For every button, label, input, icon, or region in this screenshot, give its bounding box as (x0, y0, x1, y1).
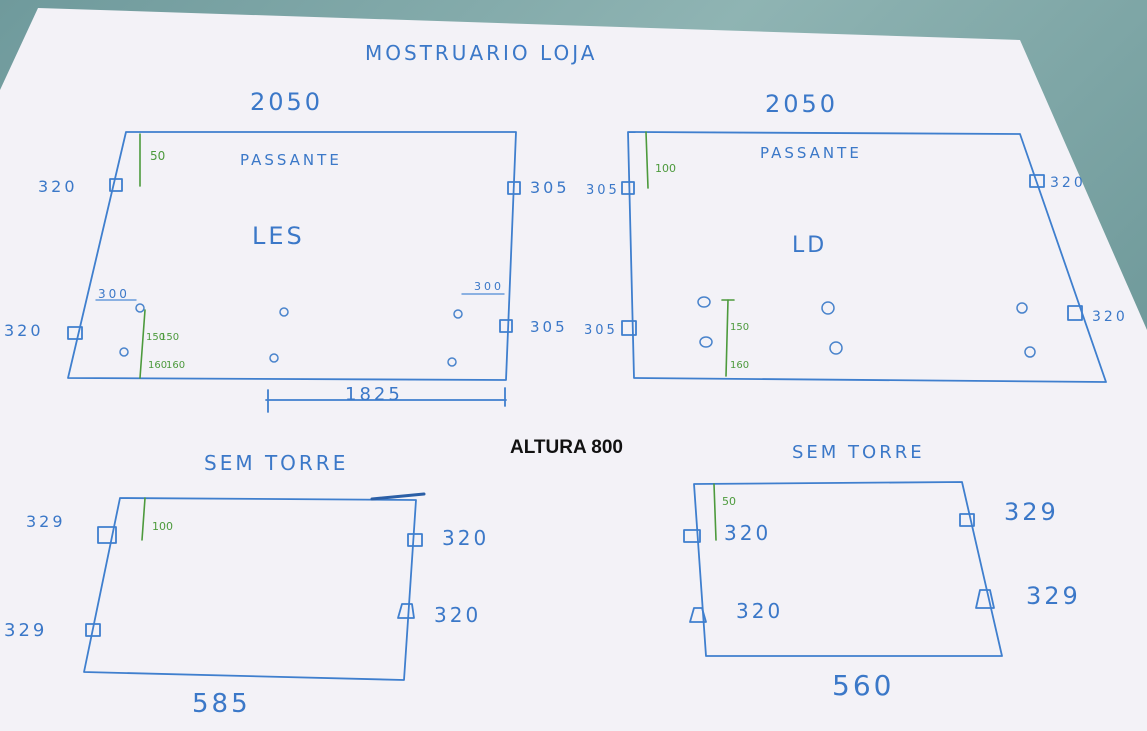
panel-bottom-right-bottom-dim: 560 (832, 669, 894, 702)
panel-top-left-left-pos: 320 (38, 177, 78, 196)
hole-icon (821, 301, 835, 315)
hinge-icon (67, 326, 83, 340)
hole-icon (1016, 302, 1028, 314)
edge-mark (370, 492, 426, 501)
hole-icon (119, 347, 129, 357)
offset-line (139, 309, 146, 379)
panel-top-right-right-lower: 320 (1092, 309, 1128, 325)
panel-bottom-left-outline (83, 497, 417, 681)
panel-bottom-left-top-offset: 100 (152, 520, 173, 533)
panel-top-left-side-offset-right: 300 (474, 280, 504, 293)
panel-bottom-right-type: SEM TORRE (792, 442, 925, 463)
panel-top-left: 2050 PASSANTE LES 320 305 320 305 50 300… (4, 88, 570, 413)
panel-bottom-left-right-upper: 320 (442, 526, 489, 550)
panel-top-left-outline (67, 131, 517, 381)
panel-top-right: 2050 PASSANTE LD 305 320 305 320 100 150… (584, 90, 1128, 383)
offset-line (725, 299, 729, 377)
hinge-icon (109, 178, 123, 192)
panel-top-left-right-pos: 305 (530, 178, 570, 197)
panel-bottom-left: SEM TORRE 329 329 320 320 100 585 (4, 451, 489, 719)
hinge-icon (959, 513, 975, 527)
height-overlay-label: ALTURA 800 (510, 437, 623, 458)
panel-top-right-outline (627, 131, 1107, 383)
panel-top-right-type: PASSANTE (760, 144, 862, 162)
panel-top-left-small-a: 150 (146, 332, 165, 343)
panel-top-right-small-b: 160 (730, 360, 749, 371)
panel-top-right-small-a: 150 (730, 322, 749, 333)
hinge-icon (85, 623, 101, 637)
panel-top-left-side-offset: 300 (98, 287, 130, 301)
hole-icon (279, 307, 289, 317)
panel-bottom-left-right-lower: 320 (434, 603, 481, 627)
hinge-icon (689, 607, 707, 623)
panel-top-right-left-lower: 305 (584, 323, 618, 338)
panel-bottom-right-right-lower: 329 (1026, 582, 1081, 610)
panel-top-left-name: LES (252, 222, 305, 250)
panel-top-right-left-pos: 305 (586, 183, 620, 198)
panel-bottom-left-bottom-dim: 585 (192, 689, 251, 719)
panel-top-right-right-pos: 320 (1050, 175, 1086, 191)
panel-top-left-bottom-dim: 1825 (345, 384, 403, 405)
hinge-icon (407, 533, 423, 547)
panel-bottom-right: SEM TORRE 320 320 329 329 50 560 (683, 442, 1081, 702)
hinge-icon (621, 320, 637, 336)
hole-icon (699, 336, 713, 348)
hinge-icon (97, 526, 117, 544)
panel-bottom-right-outline (693, 481, 1003, 657)
hinge-icon (507, 181, 521, 195)
sheet-title: MOSTRUARIO LOJA (365, 41, 597, 65)
paper (0, 8, 1147, 731)
panel-bottom-right-top-offset: 50 (722, 495, 736, 508)
panel-top-left-right-lower: 305 (530, 318, 568, 336)
panel-top-right-width: 2050 (765, 90, 838, 118)
panel-bottom-left-left-lower: 329 (4, 620, 47, 641)
hinge-icon (1067, 305, 1083, 321)
panel-bottom-left-left-upper: 329 (26, 512, 66, 531)
hole-icon (447, 357, 457, 367)
top-offset-line (141, 497, 146, 541)
panel-top-left-small-b: 150 (160, 332, 179, 343)
hole-icon (1024, 346, 1036, 358)
hole-icon (269, 353, 279, 363)
panel-top-left-left-lower: 320 (4, 321, 44, 340)
panel-top-right-top-offset: 100 (655, 162, 676, 175)
hinge-icon (621, 181, 635, 195)
top-offset-line (713, 483, 717, 541)
top-offset-line (645, 131, 649, 189)
hinge-icon (499, 319, 513, 333)
panel-top-left-top-offset: 50 (150, 149, 165, 163)
panel-top-left-small-c: 160 (148, 360, 167, 371)
panel-top-left-type: PASSANTE (240, 151, 342, 169)
hinge-icon (397, 603, 415, 619)
panel-top-right-name: LD (792, 233, 827, 258)
panel-bottom-left-type: SEM TORRE (204, 451, 348, 475)
hinge-icon (975, 589, 995, 609)
panel-top-left-small-d: 160 (166, 360, 185, 371)
hole-icon (453, 309, 463, 319)
hinge-icon (1029, 174, 1045, 188)
panel-top-left-width: 2050 (250, 88, 323, 116)
panel-bottom-right-left-upper: 320 (724, 521, 771, 545)
panel-bottom-right-right-upper: 329 (1004, 498, 1059, 526)
panel-bottom-right-left-lower: 320 (736, 599, 783, 623)
hinge-icon (683, 529, 701, 543)
hole-icon (697, 296, 711, 308)
hole-icon (135, 303, 145, 313)
hole-icon (829, 341, 843, 355)
